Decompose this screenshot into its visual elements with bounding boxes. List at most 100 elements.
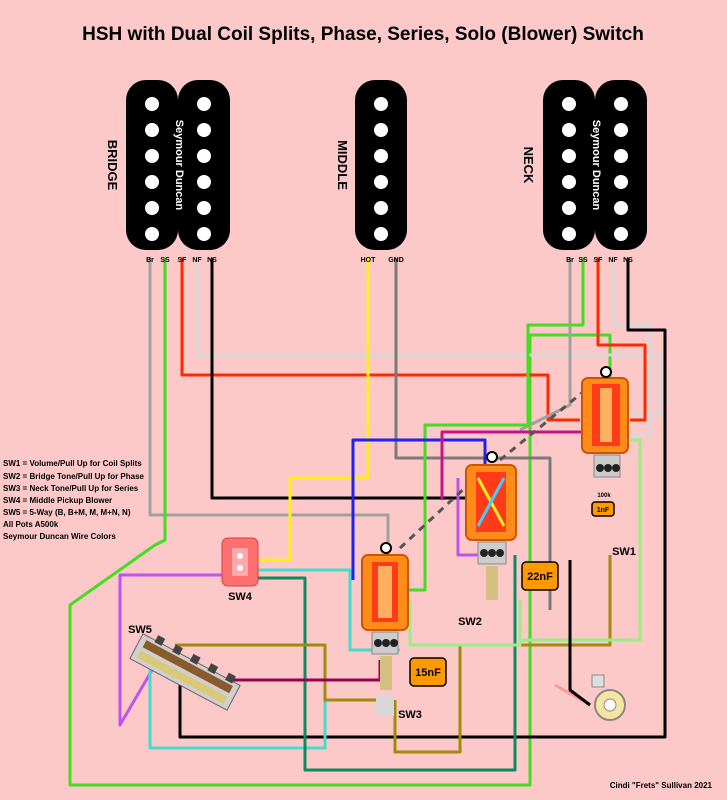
pole-icon <box>562 201 576 215</box>
lug-icon <box>154 635 166 646</box>
wire-olive-2 <box>393 555 612 754</box>
wire-middle-hot <box>258 258 370 562</box>
credit: Cindi "Frets" Sullivan 2021 <box>610 781 713 790</box>
sw2-pot: 22nF SW2 <box>458 451 559 628</box>
sw5-contact-row-2 <box>137 650 228 704</box>
wire-lightgreen-2 <box>520 438 642 642</box>
wire-purple <box>118 573 255 727</box>
pole-icon <box>374 175 388 189</box>
wire-neck-sf <box>596 258 647 422</box>
bridge-pickup: Seymour Duncan BRIDGE Br SS SF NF NS <box>105 80 230 264</box>
bridge-label: BRIDGE <box>105 140 120 191</box>
terminal-label: NF <box>608 257 618 264</box>
terminal-label: NS <box>623 257 633 264</box>
pole-icon <box>614 201 628 215</box>
pole-icon <box>197 227 211 241</box>
pole-icon <box>145 97 159 111</box>
wire-purple-2 <box>456 478 480 557</box>
pole-icon <box>562 175 576 189</box>
sw1-pot: 100k 1nF SW1 <box>581 366 636 558</box>
wire-black-jack <box>568 560 591 707</box>
wire-middle-gnd <box>394 258 552 610</box>
bridge-coil-1 <box>126 80 178 250</box>
wire-bridge-sf <box>180 258 580 422</box>
wire-teal <box>258 555 517 772</box>
wire-bridge-ns <box>210 258 470 500</box>
lug-icon <box>496 549 504 557</box>
pole-icon <box>374 123 388 137</box>
terminal-label: Br <box>146 257 154 264</box>
lug-icon <box>189 653 201 665</box>
pole-icon <box>374 201 388 215</box>
pole-icon <box>197 123 211 137</box>
pole-icon <box>145 227 159 241</box>
terminal-label: SF <box>178 257 188 264</box>
lug-icon <box>237 553 243 559</box>
lug-icon <box>390 639 398 647</box>
lug-icon <box>604 464 612 472</box>
lug-icon <box>596 464 604 472</box>
wire-bridge-ss <box>68 258 612 787</box>
middle-coil <box>355 80 407 250</box>
neck-brand: Seymour Duncan <box>590 120 602 211</box>
wire-lightgreen <box>408 600 522 647</box>
terminal-label: SF <box>594 257 604 264</box>
sw5-label: SW5 <box>128 624 152 636</box>
pole-icon <box>614 123 628 137</box>
pole-icon <box>145 123 159 137</box>
pole-icon <box>562 149 576 163</box>
bridge-brand: Seymour Duncan <box>173 120 185 211</box>
sw1-capacitor <box>591 501 615 517</box>
sw2-capacitor <box>521 561 559 591</box>
pole-icon <box>197 175 211 189</box>
terminal-label: SS <box>160 257 170 264</box>
lug-icon <box>237 565 243 571</box>
pole-icon <box>562 227 576 241</box>
lug-icon <box>488 549 496 557</box>
lug-icon <box>207 663 219 675</box>
pole-icon <box>614 149 628 163</box>
terminal-label: SS <box>578 257 588 264</box>
sw3-pot: 15nF SW3 <box>361 542 447 721</box>
wires <box>68 258 667 787</box>
sw2-label: SW2 <box>458 616 482 628</box>
bridge-poles-1 <box>145 97 159 241</box>
legend-line: SW4 = Middle Pickup Blower <box>3 496 112 505</box>
wire-neck-bare <box>519 258 572 432</box>
terminal-label: NS <box>207 257 217 264</box>
pole-icon <box>374 97 388 111</box>
sw3-switch-core <box>378 566 392 618</box>
wire-magenta <box>440 430 590 500</box>
terminal-label: Br <box>566 257 574 264</box>
wire-neck-nf <box>611 258 652 437</box>
terminal-label: GND <box>388 257 404 264</box>
lug-icon <box>172 644 183 656</box>
sw3-stem <box>380 656 392 690</box>
terminal-label: HOT <box>361 257 377 264</box>
sw5-blade <box>129 633 241 711</box>
pole-icon <box>374 227 388 241</box>
diagram-title: HSH with Dual Coil Splits, Phase, Series… <box>82 24 644 45</box>
sw2-phase-cross-2 <box>476 477 506 527</box>
lug-icon <box>374 639 382 647</box>
bridge-coil-2 <box>178 80 230 250</box>
pole-icon <box>197 149 211 163</box>
jack-tip-icon <box>603 698 617 712</box>
bridge-poles-2 <box>197 97 211 241</box>
lug-icon <box>480 549 488 557</box>
sw3-ground-tab <box>376 696 394 716</box>
bridge-terminals: Br SS SF NF NS <box>146 257 217 264</box>
sw1-switch-core <box>600 388 612 442</box>
sw1-shaft-icon <box>600 366 612 378</box>
neck-label: NECK <box>521 147 536 184</box>
pole-icon <box>374 149 388 163</box>
wire-neck-ns <box>178 258 667 739</box>
sw4-toggle: SW4 <box>221 537 259 603</box>
neck-pickup: Seymour Duncan NECK Br SS SF NF NS <box>521 80 647 264</box>
neck-coil-1 <box>543 80 595 250</box>
legend-line: All Pots A500k <box>3 520 59 529</box>
middle-label: MIDDLE <box>335 140 350 190</box>
legend-line: SW2 = Bridge Tone/Pull Up for Phase <box>3 472 145 481</box>
pole-icon <box>614 175 628 189</box>
